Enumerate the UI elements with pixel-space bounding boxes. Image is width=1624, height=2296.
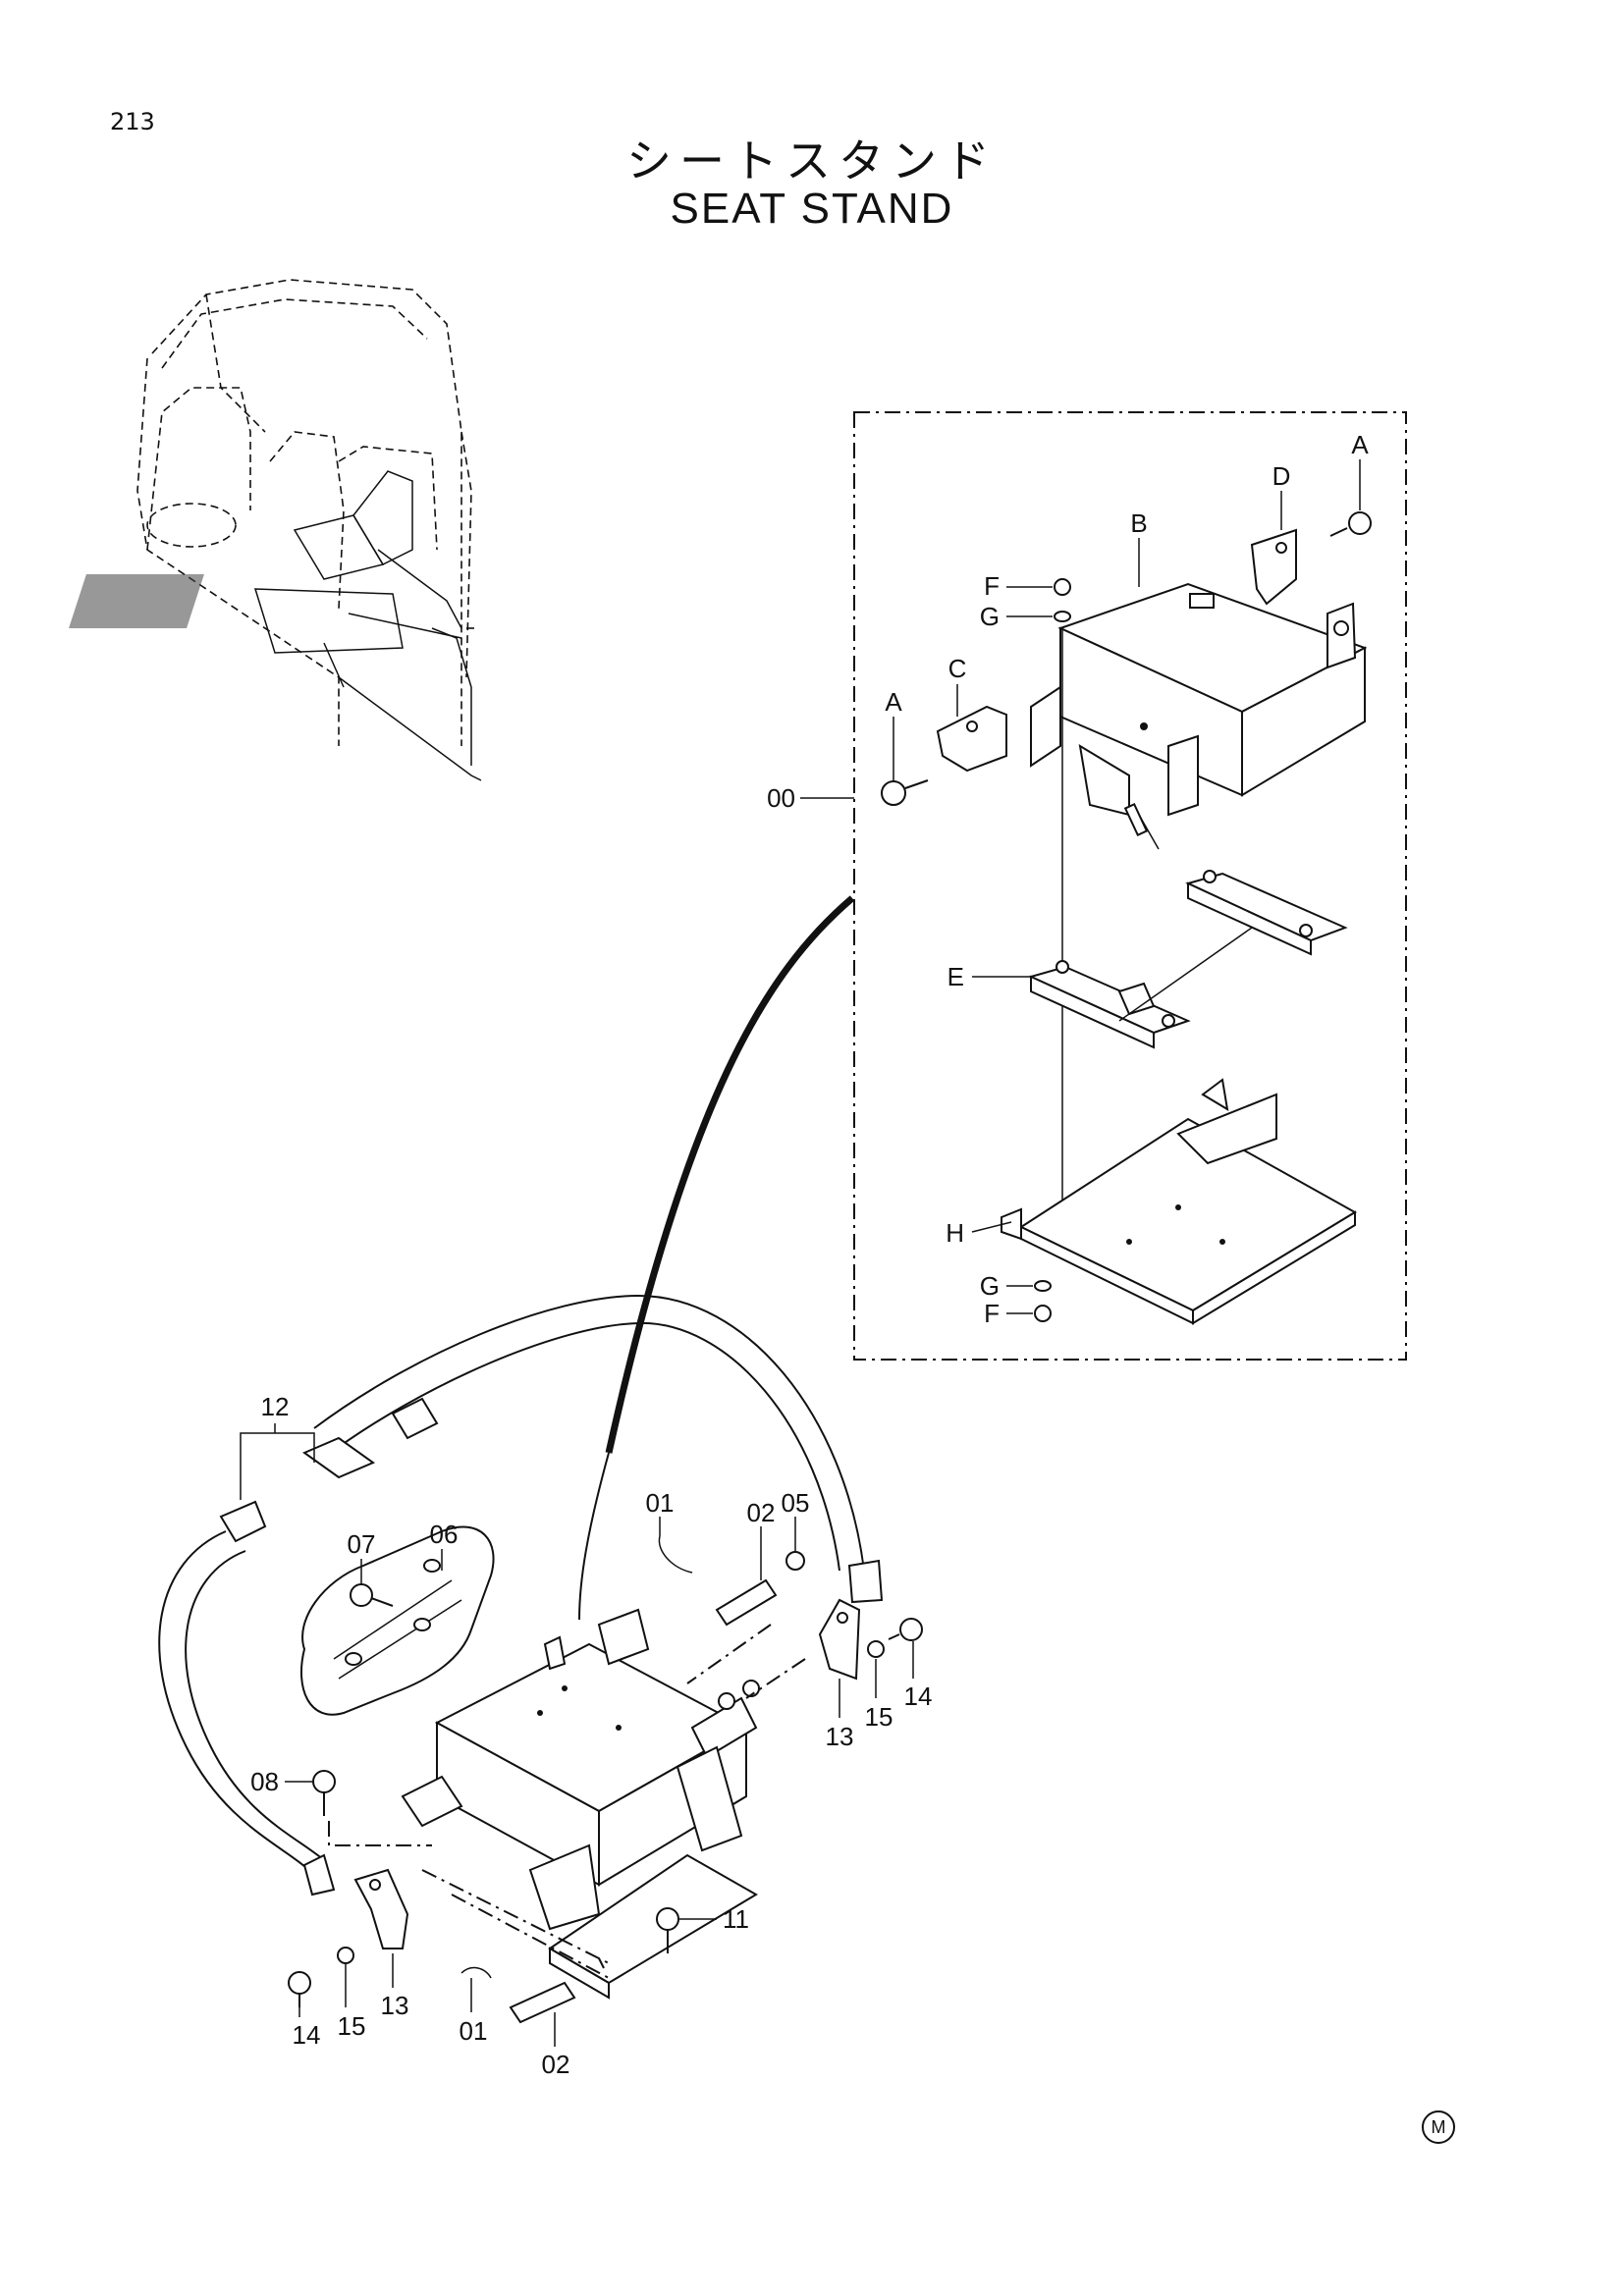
label-14-left: 14 bbox=[293, 2020, 321, 2050]
washer-15-left bbox=[337, 1947, 354, 1964]
label-h: H bbox=[946, 1218, 964, 1248]
label-07: 07 bbox=[348, 1529, 376, 1559]
pin-02-lower bbox=[509, 1981, 576, 2024]
seat-stand-assembly bbox=[401, 1608, 760, 2000]
bolt-14-left bbox=[288, 1971, 311, 2007]
alignment-line-bottom bbox=[421, 1869, 610, 1969]
label-14-right: 14 bbox=[904, 1682, 933, 1711]
bracket-b bbox=[1030, 582, 1368, 817]
bracket-c bbox=[936, 705, 1007, 773]
label-01-lower: 01 bbox=[460, 2016, 488, 2046]
label-c: C bbox=[948, 654, 967, 683]
label-01-upper: 01 bbox=[646, 1488, 675, 1518]
label-b: B bbox=[1130, 508, 1147, 538]
label-f-upper: F bbox=[984, 571, 1000, 601]
nut-f-lower bbox=[1034, 1305, 1052, 1322]
label-15-right: 15 bbox=[865, 1702, 893, 1732]
bolt-14-right bbox=[888, 1618, 923, 1641]
label-e: E bbox=[947, 962, 964, 991]
circled-m-mark: M bbox=[1422, 2110, 1455, 2144]
bolt-11 bbox=[656, 1907, 679, 1953]
bolt-08 bbox=[312, 1770, 336, 1816]
bracket-13-left bbox=[353, 1868, 409, 1949]
clip-01-lower bbox=[460, 1966, 492, 1979]
washer-05 bbox=[785, 1551, 805, 1571]
label-00: 00 bbox=[767, 783, 795, 813]
nut-f-upper bbox=[1054, 578, 1071, 596]
label-a-right: A bbox=[1351, 430, 1369, 459]
label-f-lower: F bbox=[984, 1299, 1000, 1328]
label-06: 06 bbox=[430, 1520, 459, 1549]
title-japanese: シートスタンド bbox=[626, 134, 998, 187]
assembly-leader-curve bbox=[605, 895, 855, 1454]
alignment-line-13 bbox=[745, 1658, 806, 1699]
label-11: 11 bbox=[723, 1904, 749, 1934]
cover-06 bbox=[299, 1525, 495, 1716]
washer-15-right bbox=[867, 1640, 885, 1658]
alignment-line-right bbox=[686, 1624, 772, 1684]
bracket-13-right bbox=[818, 1598, 861, 1681]
label-a-left: A bbox=[885, 687, 902, 717]
washer-g-lower bbox=[1034, 1280, 1052, 1292]
seat-belt bbox=[158, 1294, 884, 1896]
cab-overview-illustration bbox=[69, 279, 482, 781]
label-02-lower: 02 bbox=[542, 2050, 570, 2079]
label-15-left: 15 bbox=[338, 2011, 366, 2041]
label-08: 08 bbox=[250, 1767, 279, 1796]
label-g-upper: G bbox=[980, 602, 1000, 631]
bolt-a-right bbox=[1329, 511, 1372, 537]
label-05: 05 bbox=[782, 1488, 810, 1518]
slide-rail-e bbox=[1028, 802, 1348, 1049]
label-13-left: 13 bbox=[381, 1991, 409, 2020]
page-number: 213 bbox=[110, 108, 155, 135]
label-g-lower: G bbox=[980, 1271, 1000, 1301]
label-d: D bbox=[1272, 461, 1291, 491]
label-12: 12 bbox=[261, 1392, 290, 1421]
callout-12-bracket bbox=[240, 1432, 315, 1500]
clip-01-upper bbox=[658, 1535, 693, 1574]
label-02-upper: 02 bbox=[747, 1498, 776, 1527]
alignment-line-left bbox=[328, 1821, 432, 1846]
bolt-a-left bbox=[881, 779, 929, 806]
title-english: SEAT STAND bbox=[670, 185, 954, 233]
washer-g-upper bbox=[1054, 611, 1071, 622]
assembly-00-box bbox=[853, 411, 1407, 1361]
bracket-d bbox=[1250, 528, 1297, 606]
base-plate-h bbox=[1001, 1078, 1357, 1325]
leader-lines bbox=[274, 459, 1361, 2047]
label-13-right: 13 bbox=[826, 1722, 854, 1751]
pin-02-upper bbox=[715, 1578, 778, 1627]
assembly-leader-thin bbox=[578, 1452, 610, 1621]
